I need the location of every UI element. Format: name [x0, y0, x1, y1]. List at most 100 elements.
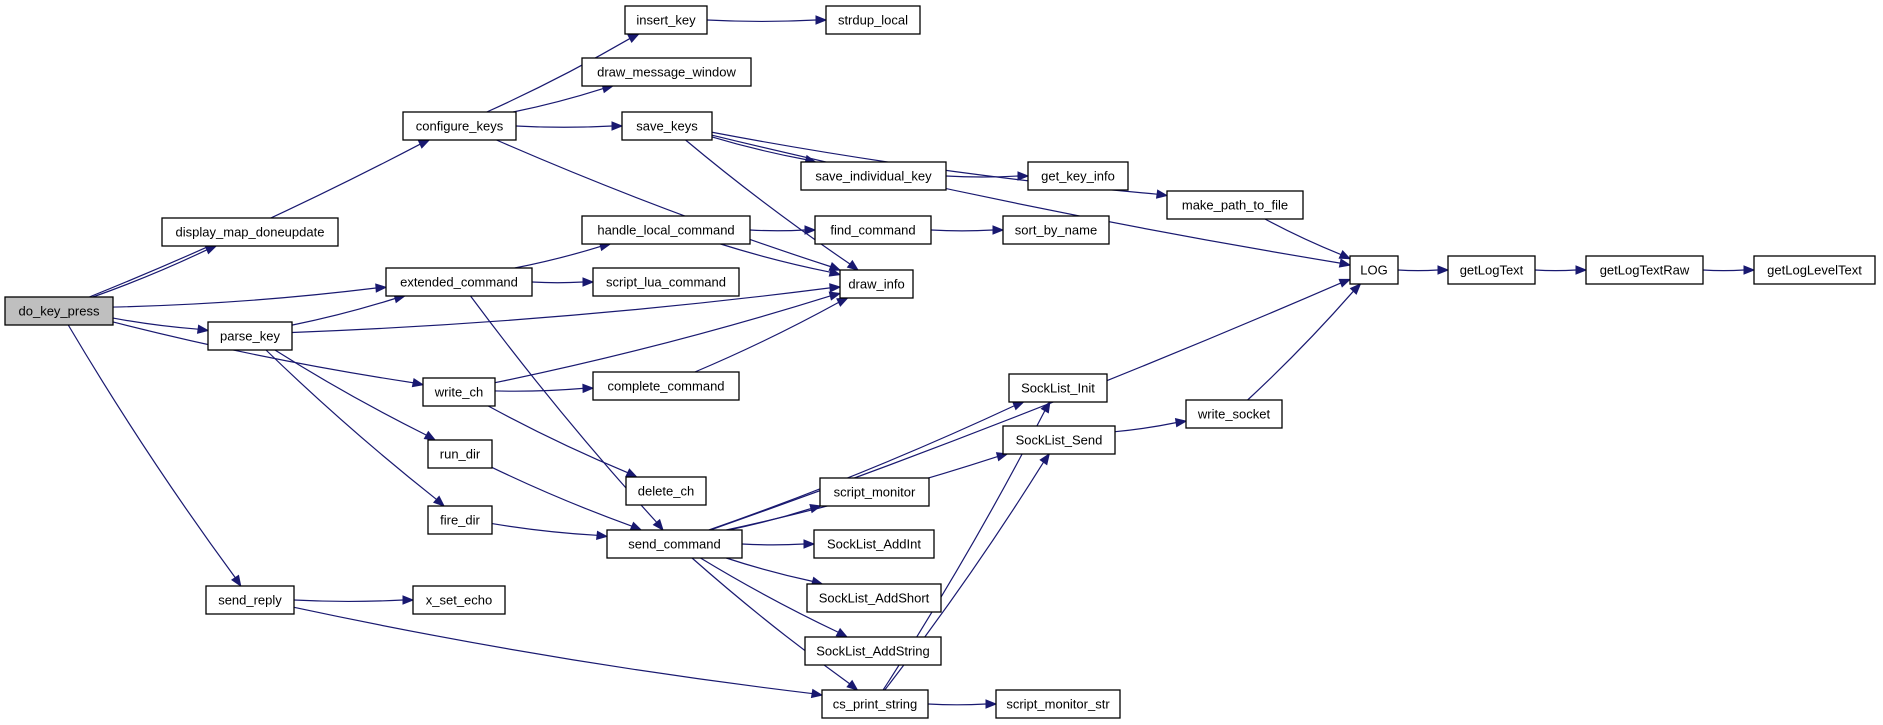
node-label: x_set_echo: [426, 593, 493, 608]
arrowhead-icon: [204, 245, 218, 255]
edge-line: [708, 405, 1015, 531]
node-get-key-info[interactable]: get_key_info: [1027, 161, 1129, 191]
arrowhead-icon: [1174, 417, 1188, 428]
node-do-key-press[interactable]: do_key_press: [4, 296, 114, 326]
node-extended-command[interactable]: extended_command: [385, 267, 533, 297]
edge-line: [491, 466, 633, 527]
node-parse-key[interactable]: parse_key: [207, 321, 293, 351]
edge-configure-keys-to-draw-info: [496, 139, 842, 271]
edge-line: [685, 139, 851, 265]
node-cs-print-string[interactable]: cs_print_string: [821, 689, 929, 719]
node-box: [427, 505, 493, 535]
node-complete-command[interactable]: complete_command: [592, 371, 740, 401]
node-label: strdup_local: [838, 13, 908, 28]
arrowhead-icon: [804, 225, 817, 235]
node-label: getLogLevelText: [1767, 263, 1862, 278]
node-draw-info[interactable]: draw_info: [839, 269, 914, 299]
arrowhead-icon: [803, 539, 816, 549]
edge-line: [112, 317, 199, 330]
node-box: [4, 296, 114, 326]
node-script-monitor[interactable]: script_monitor: [819, 477, 930, 507]
edge-send-command-to-socklist-init: [708, 401, 1025, 531]
node-label: SockList_AddInt: [827, 537, 921, 552]
node-send-reply[interactable]: send_reply: [205, 585, 295, 615]
node-write-socket[interactable]: write_socket: [1185, 399, 1283, 429]
node-write-ch[interactable]: write_ch: [422, 377, 496, 407]
edge-line: [726, 557, 813, 582]
node-label: write_socket: [1197, 407, 1271, 422]
edge-insert-key-to-strdup-local: [706, 15, 828, 25]
node-label: sort_by_name: [1015, 223, 1097, 238]
node-getlogleveltext[interactable]: getLogLevelText: [1753, 255, 1876, 285]
edge-line: [945, 175, 1019, 178]
node-strdup-local[interactable]: strdup_local: [825, 5, 921, 35]
node-insert-key[interactable]: insert_key: [624, 5, 708, 35]
node-box: [412, 585, 506, 615]
arrowhead-icon: [596, 530, 609, 540]
node-find-command[interactable]: find_command: [814, 215, 932, 245]
node-run-dir[interactable]: run_dir: [427, 439, 493, 469]
edge-handle-local-command-to-find-command: [749, 225, 817, 235]
edge-line: [691, 557, 850, 685]
node-getlogtextraw[interactable]: getLogTextRaw: [1585, 255, 1704, 285]
edge-line: [749, 229, 806, 232]
node-log[interactable]: LOG: [1349, 255, 1399, 285]
node-box: [1166, 190, 1304, 220]
node-box: [161, 217, 339, 247]
node-box: [1027, 161, 1129, 191]
arrowhead-icon: [1338, 250, 1352, 260]
node-label: send_reply: [218, 593, 282, 608]
node-socklist-init[interactable]: SockList_Init: [1008, 373, 1108, 403]
node-sort-by-name[interactable]: sort_by_name: [1002, 215, 1110, 245]
node-label: script_lua_command: [606, 275, 726, 290]
edge-line: [293, 606, 813, 695]
arrowhead-icon: [846, 679, 859, 691]
edge-line: [711, 134, 1341, 264]
node-label: handle_local_command: [597, 223, 734, 238]
arrowhead-icon: [196, 324, 210, 334]
node-label: LOG: [1360, 263, 1387, 278]
edge-save-keys-to-save-individual-key: [711, 136, 817, 165]
edge-line: [531, 281, 584, 284]
edge-line: [720, 243, 831, 273]
node-box: [385, 267, 533, 297]
arrowhead-icon: [828, 267, 842, 277]
node-delete-ch[interactable]: delete_ch: [625, 476, 707, 506]
node-save-keys[interactable]: save_keys: [621, 111, 713, 141]
edge-line: [486, 38, 631, 113]
node-save-individual-key[interactable]: save_individual_key: [800, 161, 947, 191]
node-make-path-to-file[interactable]: make_path_to_file: [1166, 190, 1304, 220]
node-socklist-addint[interactable]: SockList_AddInt: [813, 529, 935, 559]
node-draw-message-window[interactable]: draw_message_window: [581, 57, 752, 87]
edge-line: [728, 507, 812, 531]
edge-configure-keys-to-draw-message-window: [513, 84, 615, 113]
node-box: [581, 57, 752, 87]
edge-write-ch-to-draw-info: [494, 291, 842, 384]
edge-write-ch-to-delete-ch: [487, 405, 638, 478]
node-box: [592, 371, 740, 401]
edge-line: [274, 349, 427, 436]
node-display-map-doneupdate[interactable]: display_map_doneupdate: [161, 217, 339, 247]
node-socklist-addshort[interactable]: SockList_AddShort: [806, 583, 942, 613]
node-socklist-send[interactable]: SockList_Send: [1002, 425, 1116, 455]
arrowhead-icon: [375, 283, 388, 293]
node-x-set-echo[interactable]: x_set_echo: [412, 585, 506, 615]
node-socklist-addstring[interactable]: SockList_AddString: [804, 636, 942, 666]
node-configure-keys[interactable]: configure_keys: [402, 111, 517, 141]
node-getlogtext[interactable]: getLogText: [1447, 255, 1536, 285]
node-send-command[interactable]: send_command: [606, 529, 743, 559]
node-fire-dir[interactable]: fire_dir: [427, 505, 493, 535]
node-script-lua-command[interactable]: script_lua_command: [592, 267, 740, 297]
node-label: SockList_AddShort: [819, 591, 930, 606]
arrowhead-icon: [625, 468, 638, 478]
arrowhead-icon: [1155, 189, 1169, 199]
arrowhead-icon: [992, 225, 1005, 235]
edge-configure-keys-to-insert-key: [486, 33, 640, 113]
edge-do-key-press-to-write-ch: [112, 321, 425, 388]
node-label: complete_command: [607, 379, 724, 394]
node-box: [606, 529, 743, 559]
edge-save-individual-key-to-get-key-info: [945, 171, 1030, 181]
node-script-monitor-str[interactable]: script_monitor_str: [995, 689, 1121, 719]
arrowhead-icon: [1039, 452, 1051, 466]
node-handle-local-command[interactable]: handle_local_command: [581, 215, 751, 245]
